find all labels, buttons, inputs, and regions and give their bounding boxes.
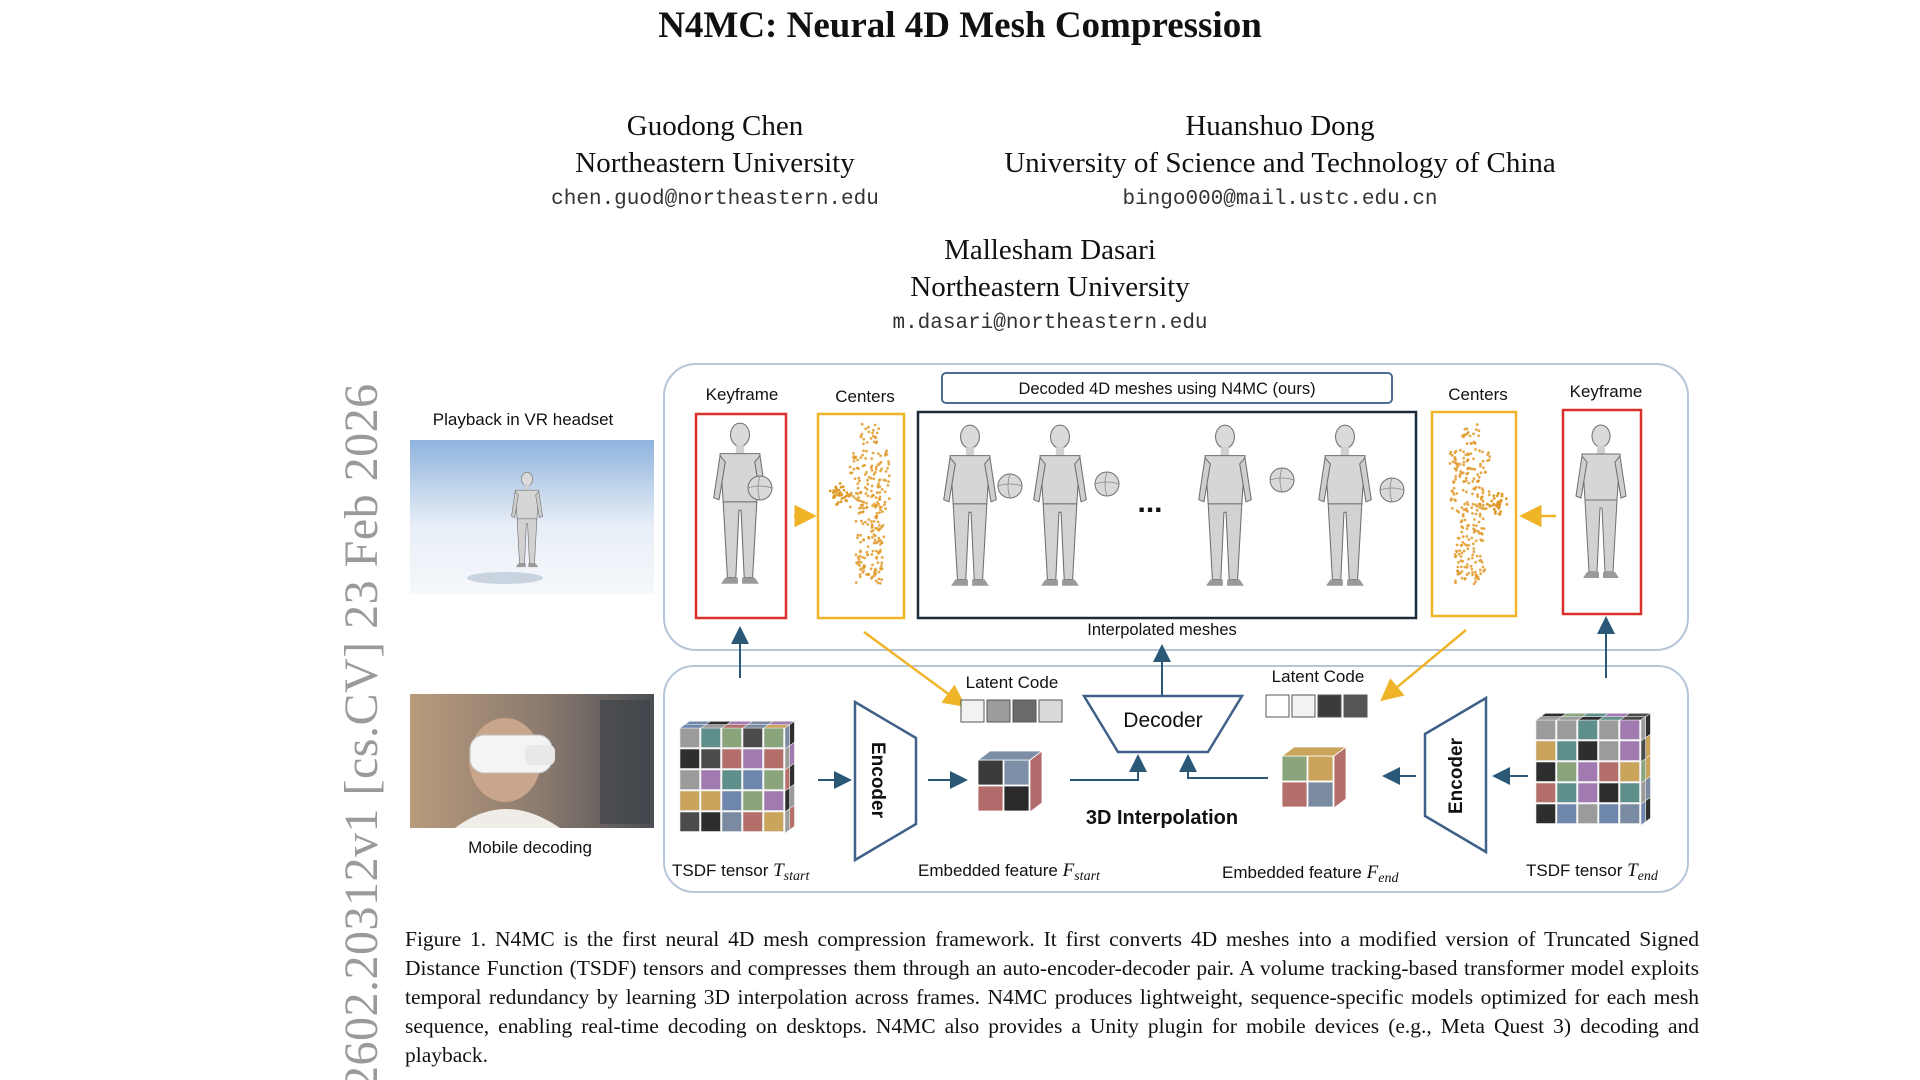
decoder-block <box>1081 694 1245 754</box>
latent-code-label-left: Latent Code <box>966 673 1059 692</box>
centers-points-right <box>1448 423 1509 586</box>
centers-to-latent-arrow <box>863 630 967 707</box>
feature-end-label: Embedded feature Fend <box>1222 862 1399 886</box>
keyframe-box-left <box>694 412 788 620</box>
tsdf-tensor-start-cube <box>679 720 796 834</box>
mobile-decoding-label: Mobile decoding <box>468 838 592 857</box>
centers-label-right: Centers <box>1448 385 1508 404</box>
author-email[interactable]: chen.guod@northeastern.edu <box>551 188 879 211</box>
feature-start-label: Embedded feature Fstart <box>918 860 1101 884</box>
keyframe-label-left: Keyframe <box>706 385 779 404</box>
author-block: Guodong Chen Northeastern University che… <box>520 108 910 213</box>
decoded-banner-text: Decoded 4D meshes using N4MC (ours) <box>1018 380 1315 398</box>
embedded-feature-end-cube <box>1280 746 1348 809</box>
centers-box-left <box>816 412 906 620</box>
decoder-label: Decoder <box>1123 709 1202 732</box>
author-affiliation: Northeastern University <box>575 147 855 179</box>
author-email[interactable]: m.dasari@northeastern.edu <box>892 312 1208 335</box>
mobile-decoding-panel: Mobile decoding <box>410 694 654 857</box>
sequence-ellipsis: ... <box>1137 486 1162 519</box>
decoded-meshes-box <box>916 410 1418 620</box>
encoder-right <box>1423 695 1488 855</box>
author-affiliation: University of Science and Technology of … <box>1004 147 1556 179</box>
latent-code-right <box>1265 694 1368 718</box>
author-name: Mallesham Dasari <box>944 234 1156 266</box>
author-block: Huanshuo Dong University of Science and … <box>960 108 1600 213</box>
centers-label-left: Centers <box>835 387 895 406</box>
tsdf-start-label: TSDF tensor Tstart <box>672 860 810 884</box>
centers-box-right <box>1430 410 1518 618</box>
tsdf-end-label: TSDF tensor Tend <box>1526 860 1659 884</box>
tsdf-tensor-end-cube <box>1535 712 1652 826</box>
embedded-feature-start-cube <box>976 750 1044 813</box>
author-block: Mallesham Dasari Northeastern University… <box>850 232 1250 337</box>
interpolated-meshes-label: Interpolated meshes <box>1087 621 1237 639</box>
latent-code-label-right: Latent Code <box>1272 667 1365 686</box>
feature-to-decoder-arrow <box>1179 754 1268 779</box>
encoder-left <box>853 699 918 863</box>
author-name: Huanshuo Dong <box>1185 110 1375 142</box>
keyframe-label-right: Keyframe <box>1570 382 1643 401</box>
encoder-left-label: Encoder <box>867 742 888 819</box>
author-email[interactable]: bingo000@mail.ustc.edu.cn <box>1122 188 1438 211</box>
interpolation-label: 3D Interpolation <box>1086 807 1238 829</box>
keyframe-box-right <box>1561 408 1643 616</box>
author-name: Guodong Chen <box>626 110 804 142</box>
latent-code-left <box>960 699 1063 723</box>
vr-playback-label: Playback in VR headset <box>433 410 614 429</box>
figure-caption: Figure 1. N4MC is the first neural 4D me… <box>405 927 1699 1067</box>
paper-title: N4MC: Neural 4D Mesh Compression <box>658 5 1262 46</box>
vr-playback-panel: Playback in VR headset <box>410 410 654 594</box>
decoded-banner <box>941 372 1393 404</box>
centers-to-latent-arrow <box>1380 629 1467 702</box>
centers-points-left <box>828 422 891 585</box>
author-affiliation: Northeastern University <box>910 271 1190 303</box>
bottom-panel <box>663 665 1689 893</box>
feature-to-decoder-arrow <box>1070 754 1147 781</box>
encoder-right-label: Encoder <box>1446 737 1467 814</box>
